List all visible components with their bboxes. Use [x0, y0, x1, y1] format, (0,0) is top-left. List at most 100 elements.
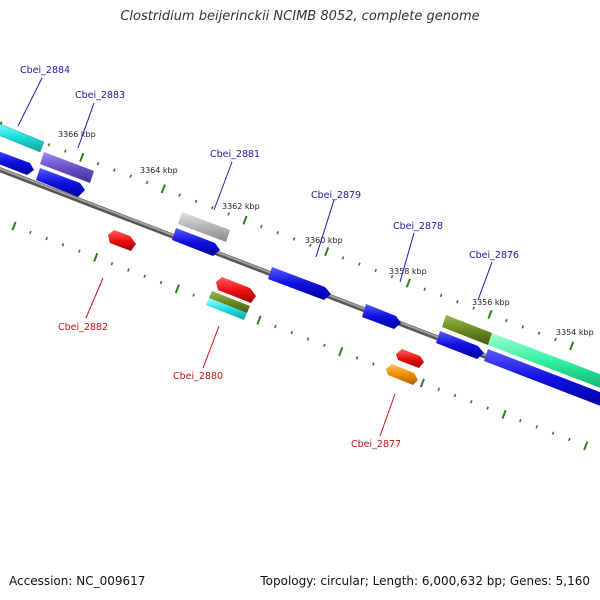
tick-label: 3354 kbp — [556, 328, 594, 337]
gene-feature-cbei-2880-red[interactable] — [216, 277, 256, 303]
major-tick — [419, 378, 425, 388]
minor-tick — [535, 425, 539, 429]
gene-feature-cbei-2881[interactable] — [178, 212, 230, 242]
gene-label-cbei-2880[interactable]: Cbei_2880 — [173, 371, 223, 382]
gene-label-cbei-2881[interactable]: Cbei_2881 — [210, 149, 260, 160]
minor-tick — [194, 199, 198, 203]
reverse-gene-labels: Cbei_2882 Cbei_2880 Cbei_2877 — [58, 277, 401, 450]
tick-label: 3360 kbp — [305, 236, 343, 245]
forward-gene-labels: Cbei_2884 Cbei_2883 Cbei_2881 Cbei_2879 … — [17, 65, 519, 301]
tick-label: 3366 kbp — [58, 130, 96, 139]
minor-tick — [110, 262, 114, 266]
major-tick — [338, 347, 344, 357]
major-tick — [405, 278, 411, 288]
minor-tick — [192, 293, 195, 297]
minor-tick — [47, 143, 51, 147]
gene-label-cbei-2878[interactable]: Cbei_2878 — [393, 221, 443, 232]
gene-feature-cbei-2884[interactable] — [0, 120, 45, 153]
minor-tick — [78, 249, 81, 253]
minor-tick — [178, 193, 181, 197]
minor-tick — [470, 400, 473, 404]
minor-tick — [439, 293, 443, 298]
gene-feature-blue-4[interactable] — [436, 331, 484, 359]
minor-tick — [453, 393, 457, 398]
major-tick — [324, 247, 330, 257]
minor-tick — [456, 300, 459, 304]
accession-text: Accession: NC_009617 — [9, 574, 146, 588]
gene-feature-cbei-2878[interactable] — [362, 304, 401, 329]
minor-tick — [374, 268, 377, 273]
minor-tick — [290, 331, 293, 335]
minor-tick — [551, 431, 555, 435]
minor-tick — [227, 212, 230, 216]
major-tick — [501, 409, 507, 419]
minor-tick — [505, 318, 508, 323]
minor-tick — [355, 356, 359, 360]
major-tick — [583, 441, 589, 451]
map-title: Clostridium beijerinckii NCIMB 8052, com… — [120, 9, 480, 24]
tick-label: 3356 kbp — [472, 298, 510, 307]
gene-label-cbei-2884[interactable]: Cbei_2884 — [20, 65, 70, 76]
minor-tick — [372, 362, 375, 366]
gene-feature-cbei-2877-orange[interactable] — [386, 364, 418, 385]
minor-tick — [276, 231, 279, 235]
minor-tick — [568, 437, 571, 442]
genome-summary-text: Topology: circular; Length: 6,000,632 bp… — [260, 574, 590, 588]
gene-feature-cbei-2877-red[interactable] — [396, 349, 424, 368]
minor-tick — [521, 325, 525, 329]
tick-marks-outer — [11, 221, 589, 451]
gene-feature-cbei-2880-cyan[interactable] — [206, 298, 247, 320]
minor-tick — [323, 343, 326, 347]
major-tick — [93, 252, 99, 262]
minor-tick — [45, 236, 48, 241]
minor-tick — [143, 274, 146, 278]
minor-tick — [211, 205, 214, 210]
major-tick — [79, 152, 85, 162]
gene-label-cbei-2883[interactable]: Cbei_2883 — [75, 90, 125, 101]
minor-tick — [358, 262, 361, 266]
gene-feature-olive-small[interactable] — [209, 291, 250, 313]
tick-label: 3362 kbp — [222, 202, 260, 211]
minor-tick — [274, 324, 277, 329]
minor-tick — [61, 243, 65, 247]
minor-tick — [145, 180, 149, 185]
gene-feature-blue-1[interactable] — [0, 148, 34, 175]
tick-marks-inner — [0, 121, 575, 351]
major-tick — [569, 341, 575, 351]
gene-feature-cbei-2883[interactable] — [40, 152, 94, 183]
tick-label: 3358 kbp — [389, 267, 427, 276]
scale-labels: 3366 kbp 3364 kbp 3362 kbp 3360 kbp 3358… — [58, 130, 594, 337]
gene-feature-cbei-2876[interactable] — [442, 315, 492, 345]
minor-tick — [472, 306, 475, 310]
minor-tick — [127, 268, 130, 272]
gene-label-cbei-2877[interactable]: Cbei_2877 — [351, 439, 401, 450]
minor-tick — [159, 280, 163, 285]
major-tick — [487, 309, 493, 319]
major-tick — [256, 315, 262, 325]
minor-tick — [554, 337, 557, 342]
minor-tick — [113, 168, 116, 172]
major-tick — [0, 121, 3, 129]
gene-label-cbei-2876[interactable]: Cbei_2876 — [469, 250, 519, 261]
gene-label-cbei-2879[interactable]: Cbei_2879 — [311, 190, 361, 201]
minor-tick — [390, 275, 394, 279]
gene-feature-blue-3[interactable] — [172, 228, 220, 256]
gene-feature-cbei-2882[interactable] — [108, 230, 136, 251]
major-tick — [160, 184, 166, 194]
minor-tick — [537, 331, 541, 335]
minor-tick — [309, 243, 312, 247]
minor-tick — [129, 174, 132, 178]
gene-label-cbei-2882[interactable]: Cbei_2882 — [58, 322, 108, 333]
minor-tick — [29, 230, 32, 234]
minor-tick — [486, 406, 489, 410]
gene-feature-blue-5[interactable] — [484, 349, 600, 408]
gene-feature-blue-2[interactable] — [36, 168, 85, 197]
minor-tick — [437, 387, 440, 391]
minor-tick — [64, 149, 67, 153]
gene-feature-mint[interactable] — [488, 333, 600, 390]
major-tick — [174, 284, 180, 294]
gene-feature-cbei-2879[interactable] — [268, 267, 331, 300]
major-tick — [242, 215, 248, 225]
major-tick — [11, 221, 17, 231]
